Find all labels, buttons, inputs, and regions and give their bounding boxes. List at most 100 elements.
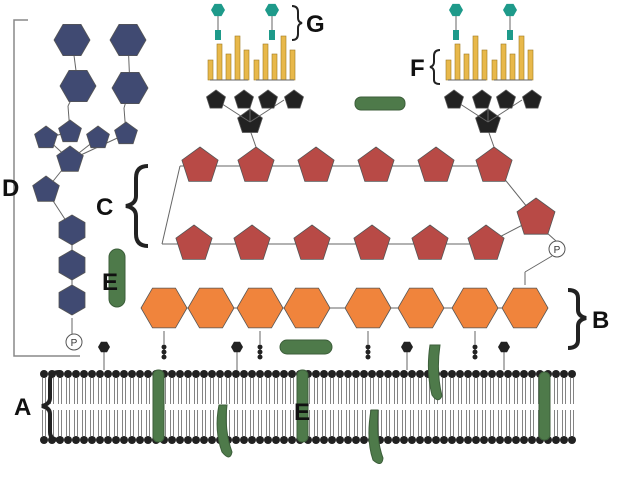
label-b: B [592,307,609,334]
lipid-head-bottom [504,436,512,444]
teal-hexagon [503,3,517,17]
lipid-head-top [416,370,424,378]
lipid-head-top [232,370,240,378]
lipid-head-bottom [200,436,208,444]
lipid-head-bottom [120,436,128,444]
lipid-head-top [40,370,48,378]
red-pentagon-bottom [175,224,213,260]
glycoprotein-chain-d [32,23,149,334]
teal-rect [507,30,513,40]
yellow-bar [509,53,516,81]
lipid-head-top [392,370,400,378]
teal-hexagon [449,3,463,17]
peripheral-protein-3 [427,344,443,401]
anchor-bead [257,349,263,355]
yellow-bar [445,59,452,81]
lipid-head-bottom [128,436,136,444]
red-pentagon-top [417,146,455,182]
yellow-bar [262,43,269,81]
lipid-head-top [488,370,496,378]
black-pentagon [444,89,464,109]
brace-a [41,370,61,442]
yellow-bar [481,49,488,81]
label-c: C [96,194,113,221]
lipid-head-top [216,370,224,378]
lipid-head-bottom [392,436,400,444]
brace-f [429,49,441,85]
orange-to-phosphate-link [524,255,553,273]
lipid-head-bottom [480,436,488,444]
red-pentagon-bottom [467,224,505,260]
lipid-head-bottom [64,436,72,444]
peripheral-protein-2 [368,409,384,464]
lipid-head-top [264,370,272,378]
lipid-head-bottom [432,436,440,444]
lipid-head-bottom [264,436,272,444]
lipid-head-bottom [248,436,256,444]
yellow-bar [216,43,223,81]
navy-hexagon-top [109,23,147,56]
red-pentagon-bottom [293,224,331,260]
lipid-head-top [464,370,472,378]
surface-protein-1 [279,339,333,355]
yellow-bar [527,49,534,81]
label-d: D [2,175,19,202]
lipid-caps [98,341,510,370]
navy-pentagon [58,119,82,143]
membrane-proteins [108,96,551,464]
orange-hexagon [344,287,392,329]
branch-link [249,99,285,123]
lipid-head-top [384,370,392,378]
lipid-head-bottom [424,436,432,444]
yellow-bar [472,35,479,81]
brace-b [567,288,587,350]
anchor-bead [257,354,263,360]
lipid-head-top [184,370,192,378]
lipid-head-top [520,370,528,378]
yellow-bar [234,35,241,81]
transmembrane-protein-1 [152,369,165,443]
lipid-head-bottom [256,436,264,444]
lipid-head-bottom [512,436,520,444]
orange-hexagon [501,287,549,329]
black-pentagon [234,89,254,109]
lipid-head-top [272,370,280,378]
lipid-head-top [120,370,128,378]
lipid-head-bottom [360,436,368,444]
lipid-head-bottom [272,436,280,444]
lipid-head-bottom [520,436,528,444]
lipid-head-top [104,370,112,378]
yellow-bar [289,49,296,81]
lipid-bilayer [40,370,576,444]
label-g: G [306,11,325,38]
lipid-head-bottom [104,436,112,444]
lipid-cap-head [231,341,243,353]
label-e-upper: E [102,269,118,296]
navy-hexagon-branch [111,72,149,104]
lipid-head-top [560,370,568,378]
yellow-bar [518,35,525,81]
lipid-head-top [320,370,328,378]
lipid-head-bottom [416,436,424,444]
red-pentagon-top [237,146,275,182]
anchor-bead [161,344,167,350]
yellow-bar [207,59,214,81]
lipid-head-bottom [96,436,104,444]
lipid-head-top [256,370,264,378]
phosphate-group-1: P [65,333,83,351]
anchor-bead [472,344,478,350]
lipid-head-top [112,370,120,378]
yellow-bar [500,43,507,81]
teal-rect [269,30,275,40]
lipid-cap-head [498,341,510,353]
lipid-head-top [96,370,104,378]
brace-c [125,164,149,248]
lipid-head-bottom [552,436,560,444]
lipid-head-bottom [240,436,248,444]
peripheral-protein-1 [216,404,233,458]
phosphate-label-1: P [71,338,78,349]
lipid-head-top [480,370,488,378]
lipid-head-top [400,370,408,378]
lipid-head-top [448,370,456,378]
oligosaccharide-branches [206,3,542,148]
